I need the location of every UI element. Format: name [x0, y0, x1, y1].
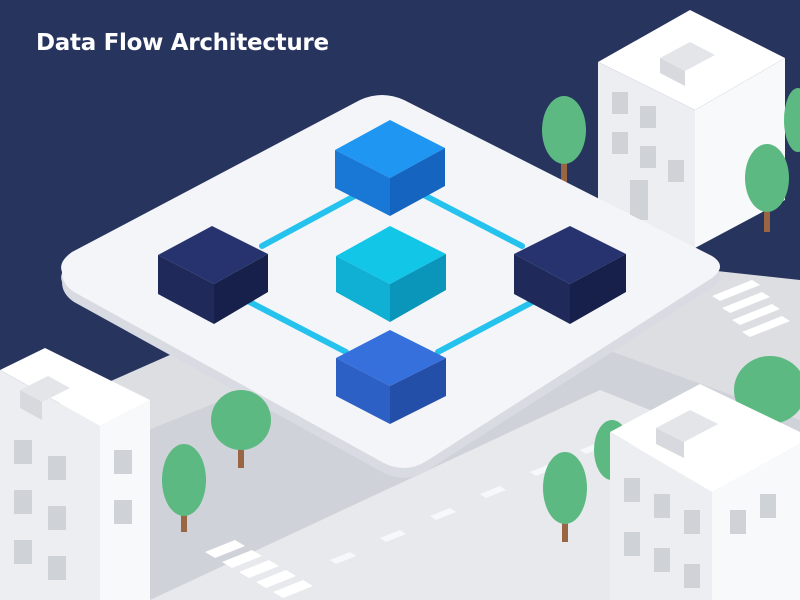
tree-icon: [784, 88, 800, 152]
node-center: [336, 226, 446, 322]
diagram-title: Data Flow Architecture: [36, 30, 329, 56]
building-icon: [598, 10, 785, 248]
tree-icon: [745, 144, 789, 232]
crosswalk-bottom: [205, 540, 313, 598]
connector-top-right: [415, 189, 525, 249]
connectors: [239, 189, 543, 355]
connector-left-bottom: [239, 295, 349, 355]
tree-icon: [543, 452, 587, 542]
crosswalk-right: [712, 280, 790, 337]
tree-icon: [162, 444, 206, 532]
connector-right-bottom: [435, 295, 543, 355]
tree-icon: [734, 356, 800, 424]
building-icon: [610, 384, 800, 600]
node-bottom: [336, 330, 446, 424]
node-right: [514, 226, 626, 324]
tree-icon: [542, 96, 586, 182]
node-top: [335, 120, 445, 216]
node-left: [158, 226, 268, 324]
connector-top-left: [259, 189, 365, 249]
building-icon: [0, 348, 150, 600]
tree-icon: [211, 390, 271, 468]
